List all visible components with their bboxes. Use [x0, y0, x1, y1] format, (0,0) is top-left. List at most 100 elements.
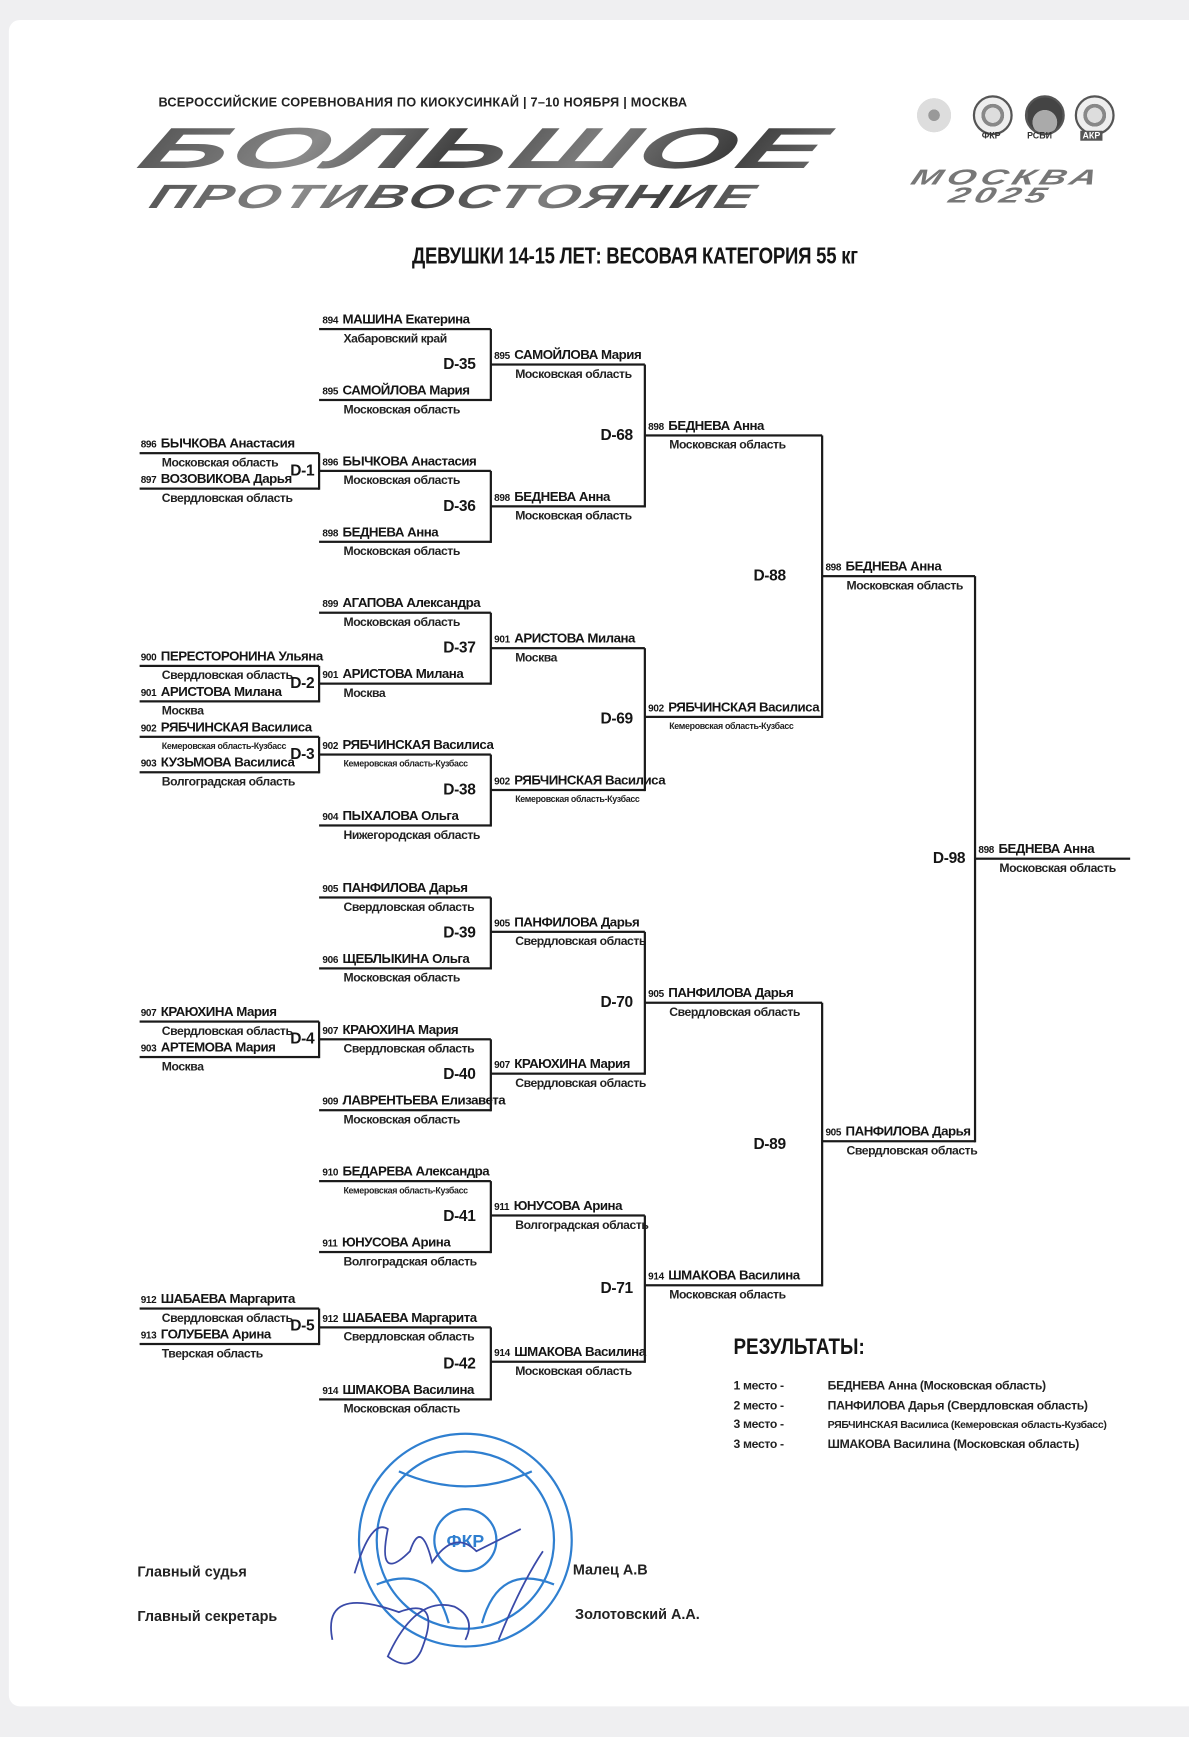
- bracket-line: [490, 930, 645, 933]
- competitor-seed: 894: [322, 314, 339, 326]
- competitor-name: 905 ПАНФИЛОВА Дарья: [648, 985, 794, 1002]
- competitor-region: Свердловская область: [343, 1042, 475, 1056]
- competitor-region: Москва: [161, 1060, 204, 1074]
- fkr-emblem-icon: [972, 95, 1013, 136]
- competitor-surname: САМОЙЛОВА Мария: [342, 382, 470, 398]
- match-code: D-40: [443, 1064, 476, 1083]
- bracket-line: [644, 434, 823, 437]
- competitor-surname: БЕДАРЕВА Александра: [342, 1163, 490, 1179]
- bracket-line: [319, 1398, 491, 1401]
- chief-secretary-label: Главный секретарь: [137, 1607, 278, 1625]
- chief-secretary-name: Золотовский А.А.: [575, 1605, 700, 1623]
- bracket-line: [319, 1180, 491, 1183]
- bracket-line: [139, 1055, 320, 1059]
- bracket-line: [490, 1072, 645, 1075]
- competitor-region: Московская область: [999, 862, 1116, 876]
- competitor-seed: 907: [494, 1059, 510, 1071]
- rsbi-emblem-label: РСБИ: [1027, 130, 1052, 141]
- competitor-surname: КРАЮХИНА Мария: [160, 1003, 277, 1020]
- competitor-region: Свердловская область: [669, 1006, 800, 1020]
- bracket-line: [139, 771, 320, 774]
- competitor-seed: 907: [322, 1024, 339, 1036]
- competitor-region: Москва: [343, 686, 386, 701]
- category-title: ДЕВУШКИ 14-15 ЛЕТ: ВЕСОВАЯ КАТЕГОРИЯ 55 …: [411, 243, 858, 270]
- competitor-surname: ЮНУСОВА Арина: [513, 1197, 623, 1214]
- competitor-region: Свердловская область: [343, 900, 475, 915]
- result-place: 3 место -: [733, 1418, 784, 1432]
- match-code: D-98: [932, 848, 966, 867]
- competitor-surname: ПАНФИЛОВА Дарья: [514, 914, 640, 930]
- result-name: ПАНФИЛОВА Дарья (Свердловская область): [827, 1399, 1088, 1413]
- bracket-line: [139, 1342, 320, 1346]
- competitor-region: Московская область: [343, 971, 460, 986]
- competitor-surname: ПАНФИЛОВА Дарья: [845, 1123, 972, 1140]
- document-sheet: [8, 19, 1189, 1707]
- competitor-seed: 904: [322, 811, 339, 823]
- competitor-seed: 897: [140, 474, 157, 486]
- bracket-line: [975, 857, 1131, 860]
- bracket-line: [490, 1214, 645, 1217]
- bracket-connector: [821, 1002, 824, 1287]
- competitor-region: Кемеровская область-Кузбасс: [343, 1185, 468, 1196]
- official-stamp: ФКР: [330, 1432, 573, 1665]
- fkr-emblem-label: ФКР: [981, 130, 1001, 141]
- competitor-seed: 909: [322, 1095, 339, 1107]
- competitor-seed: 905: [494, 917, 510, 929]
- competitor-surname: БЕДНЕВА Анна: [514, 488, 610, 505]
- competitor-region: Кемеровская область-Кузбасс: [343, 758, 468, 769]
- bracket-connector: [643, 1215, 646, 1363]
- competitor-surname: ПЕРЕСТОРОНИНА Ульяна: [160, 648, 323, 664]
- competitor-region: Московская область: [515, 367, 632, 382]
- competitor-seed: 898: [494, 491, 510, 504]
- competitor-surname: ШАБАЕВА Маргарита: [160, 1290, 296, 1307]
- bracket-line: [644, 1001, 823, 1004]
- bracket-line: [319, 967, 491, 970]
- competitor-surname: ПАНФИЛОВА Дарья: [668, 985, 794, 1001]
- competitor-region: Московская область: [343, 403, 460, 417]
- bracket-line: [822, 575, 976, 578]
- competitor-seed: 912: [322, 1312, 339, 1325]
- match-code: D-3: [290, 744, 315, 763]
- competitor-surname: БЕДНЕВА Анна: [998, 840, 1095, 857]
- bracket-line: [139, 1020, 320, 1023]
- results-heading: РЕЗУЛЬТАТЫ:: [733, 1335, 865, 1360]
- competitor-surname: ЛАВРЕНТЬЕВА Елизавета: [342, 1092, 506, 1108]
- bracket-line: [319, 682, 491, 685]
- competitor-region: Свердловская область: [846, 1144, 978, 1158]
- competitor-region: Свердловская область: [161, 1311, 293, 1326]
- competitor-seed: 896: [140, 438, 157, 450]
- competitor-region: Московская область: [846, 579, 964, 593]
- competitor-seed: 901: [140, 686, 157, 699]
- competitor-surname: МАШИНА Екатерина: [342, 311, 471, 327]
- bracket-line: [139, 735, 320, 738]
- competitor-region: Кемеровская область-Кузбасс: [161, 741, 287, 752]
- russia-coat-of-arms-icon: [914, 95, 954, 136]
- competitor-seed: 905: [648, 988, 664, 1000]
- competitor-surname: БЫЧКОВА Анастасия: [342, 453, 477, 469]
- competitor-seed: 902: [494, 775, 510, 787]
- competitor-region: Свердловская область: [161, 1024, 293, 1039]
- bracket-line: [319, 327, 491, 331]
- competitor-seed: 895: [494, 350, 510, 362]
- competitor-seed: 898: [978, 844, 995, 856]
- bracket-connector: [489, 1039, 492, 1112]
- competitor-surname: БЕДНЕВА Анна: [845, 558, 942, 574]
- match-code: D-41: [443, 1206, 476, 1225]
- result-name: БЕДНЕВА Анна (Московская область): [827, 1379, 1046, 1393]
- competitor-seed: 898: [648, 421, 664, 433]
